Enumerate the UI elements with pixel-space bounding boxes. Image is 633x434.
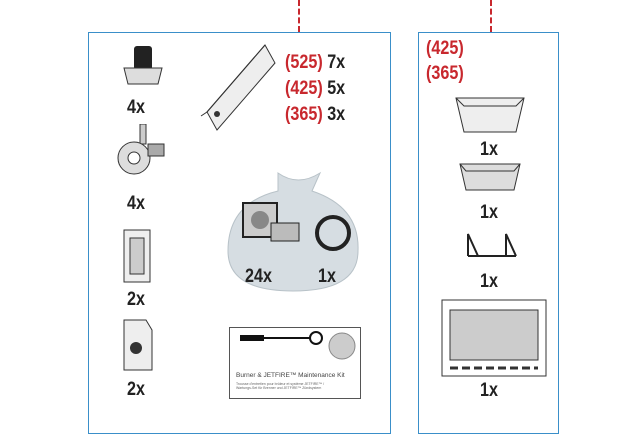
wire-hook-qty: 1x [480,271,498,292]
caster-image [110,124,170,179]
rail-qty-525: (525) 7x [285,52,346,73]
bracket-a-image [118,228,158,284]
bolt-qty: 24x [245,266,272,287]
large-tray-qty: 1x [480,139,498,160]
bracket-a-qty: 2x [127,289,145,310]
guide-line-right [490,0,492,32]
leveling-foot-image [118,44,168,86]
rail-qty-425: (425) 5x [285,78,346,99]
size-label-365: (365) [426,63,464,84]
kit-subtitle: Trousse d'entretien pour brûleur et syst… [236,382,325,390]
kit-title: Burner & JETFIRE™ Maintenance Kit [236,372,345,379]
drip-panel-image [438,298,550,378]
size-label-425: (425) [426,38,464,59]
guide-line-left [298,0,300,32]
rail-qty-365: (365) 3x [285,104,346,125]
small-tray-image [456,160,526,196]
bracket-b-image [118,318,158,374]
caster-qty: 4x [127,193,145,214]
leveling-foot-qty: 4x [127,97,145,118]
wire-hook-image [462,228,522,262]
brush-icon [240,331,356,360]
drip-panel-qty: 1x [480,380,498,401]
small-tray-qty: 1x [480,202,498,223]
clip-qty: 1x [318,266,336,287]
large-tray-image [450,92,530,137]
hardware-bag-image [223,165,363,293]
maintenance-kit-card: Burner & JETFIRE™ Maintenance Kit Trouss… [229,327,361,399]
bracket-b-qty: 2x [127,379,145,400]
angle-rail-image [195,42,280,132]
